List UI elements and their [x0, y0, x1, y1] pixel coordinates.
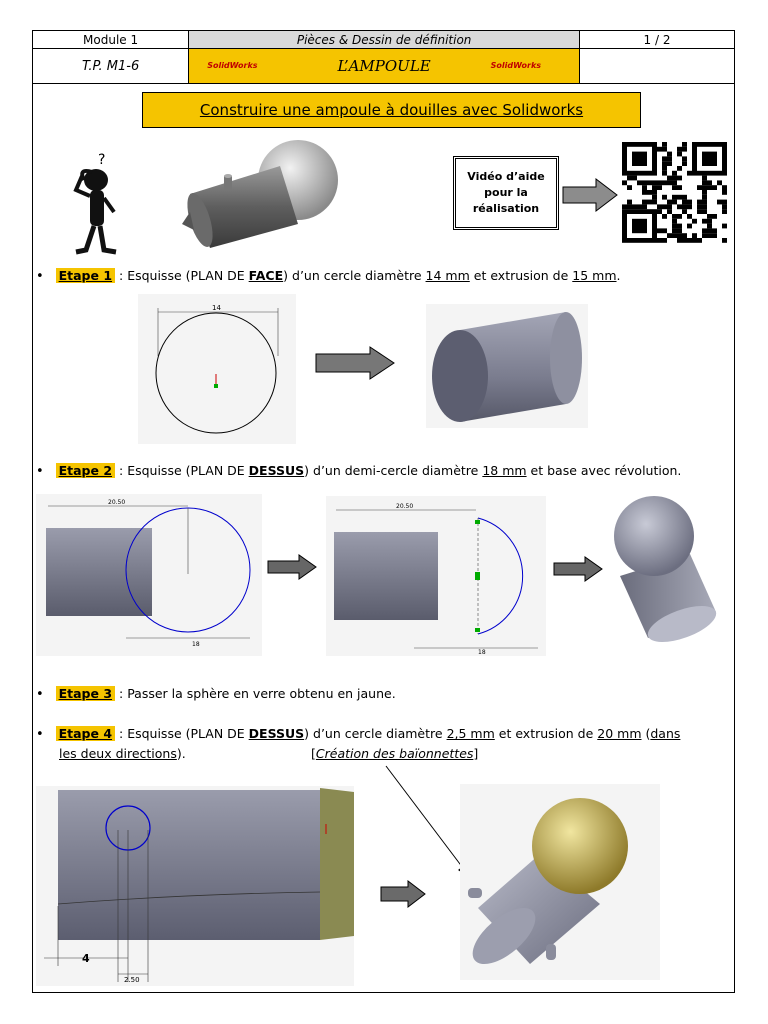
step-2-sketch-b-image: 20.50 18 — [326, 496, 546, 656]
step-2-dim-b: 18 — [192, 641, 200, 648]
step-4-dim-a: 4 — [82, 952, 90, 965]
video-line-1: Vidéo d’aide — [467, 170, 545, 183]
video-line-3: réalisation — [472, 202, 540, 215]
step-1-dim: 14 — [212, 304, 221, 312]
video-help-box: Vidéo d’aide pour la réalisation — [453, 156, 559, 230]
step-4-text-line2: les deux directions). [Création des baïo… — [59, 746, 479, 761]
step-1-label: Etape 1 — [55, 268, 116, 283]
svg-text:?: ? — [98, 152, 105, 168]
subject-cell: Pièces & Dessin de définition — [188, 30, 581, 49]
main-title: Construire une ampoule à douilles avec S… — [142, 92, 641, 128]
solidworks-logo-left: SolidWorks — [207, 61, 258, 70]
step-3-text: • Etape 3 : Passer la sphère en verre ob… — [36, 686, 396, 702]
page-number-cell: 1 / 2 — [579, 30, 735, 49]
header-title: L’AMPOULE — [337, 57, 431, 75]
step-1-text: • Etape 1 : Esquisse (PLAN DE FACE) d’un… — [36, 268, 621, 284]
step-4-label: Etape 4 — [55, 726, 116, 741]
step-2-dim-b-b: 18 — [478, 649, 486, 656]
step-3-label: Etape 3 — [55, 686, 116, 701]
solidworks-logo-right: SolidWorks — [490, 61, 542, 70]
arrow-right-icon — [553, 556, 603, 582]
arrow-right-icon — [267, 554, 317, 580]
video-line-2: pour la — [484, 186, 528, 199]
step-1-cylinder-image — [426, 304, 588, 428]
header-table: Module 1 Pièces & Dessin de définition 1… — [31, 30, 735, 84]
qr-code-icon[interactable] — [620, 140, 730, 244]
step-4-note: Création des baïonnettes — [315, 746, 474, 761]
step-4-text: • Etape 4 : Esquisse (PLAN DE DESSUS) d’… — [36, 726, 681, 742]
arrow-right-icon — [562, 178, 618, 212]
step-2-sketch-a-image: 20.50 18 — [36, 494, 262, 656]
thinking-man-icon: ? — [73, 152, 117, 255]
bulb-render-image — [182, 140, 338, 248]
step-4-sketch-image: 4 2.50 — [36, 786, 354, 986]
step-2-dim-a-b: 20.50 — [396, 503, 413, 510]
step-1-sketch-image: 14 — [138, 294, 296, 444]
tp-cell: T.P. M1-6 — [31, 48, 190, 84]
step-2-text: • Etape 2 : Esquisse (PLAN DE DESSUS) d’… — [36, 463, 682, 479]
step-4-final-bulb-image — [460, 784, 660, 980]
arrow-right-icon — [315, 346, 395, 380]
step-2-revolved-image — [614, 496, 717, 643]
arrow-right-icon — [380, 880, 426, 908]
empty-cell — [579, 48, 735, 84]
step-4-dim-b: 2.50 — [124, 976, 140, 984]
step-2-dim-a: 20.50 — [108, 499, 125, 506]
title-cell: SolidWorks L’AMPOULE SolidWorks — [188, 48, 581, 84]
step-2-label: Etape 2 — [55, 463, 116, 478]
module-cell: Module 1 — [31, 30, 190, 49]
